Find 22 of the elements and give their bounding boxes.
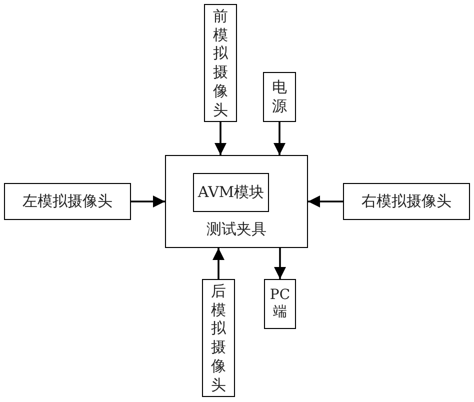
arrow [274, 122, 286, 155]
arrow [214, 122, 226, 155]
process-box [343, 183, 470, 220]
module-box [193, 173, 269, 212]
box-label: PC端 [269, 286, 291, 322]
box-label: AVM模块 [198, 183, 264, 202]
fixture-box [165, 155, 308, 248]
process-box [202, 279, 235, 397]
box-label: 右模拟摄像头 [362, 192, 452, 211]
box-label: 电源 [272, 78, 287, 116]
arrow [308, 196, 343, 208]
box-label: 测试夹具 [206, 220, 266, 239]
arrow [212, 248, 224, 279]
process-box [204, 4, 237, 122]
box-label: 后模拟摄像头 [211, 282, 226, 394]
process-box [263, 72, 296, 122]
arrow [131, 196, 165, 208]
box-label: 前模拟摄像头 [213, 6, 228, 120]
process-box [4, 183, 131, 220]
box-label: 左模拟摄像头 [22, 192, 112, 211]
arrow [274, 248, 286, 279]
process-box [264, 279, 296, 329]
